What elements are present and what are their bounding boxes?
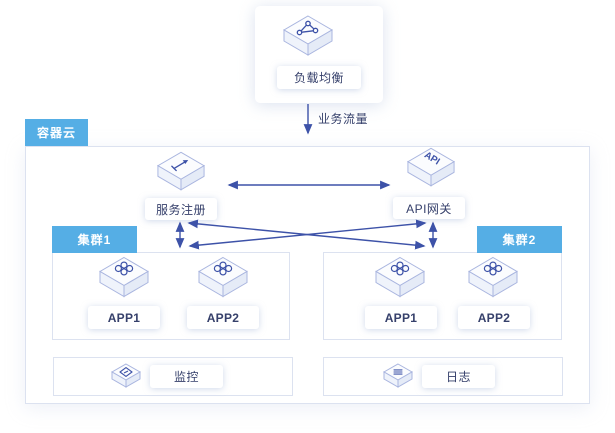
load-balancer-label: 负载均衡 (277, 66, 361, 89)
log-label: 日志 (422, 365, 495, 388)
app-icon (99, 256, 149, 298)
app-label-text: APP2 (477, 310, 511, 325)
api-gateway-label: API网关 (393, 197, 465, 219)
api-gateway-label-text: API网关 (406, 201, 452, 216)
cluster-1-tag: 集群1 (52, 226, 137, 253)
load-balancer-icon (283, 15, 333, 56)
app-label: APP1 (88, 306, 160, 329)
monitor-icon (111, 363, 141, 388)
cluster-2-tag-text: 集群2 (502, 233, 537, 247)
app-label-text: APP2 (206, 310, 240, 325)
cluster-1-tag-text: 集群1 (77, 233, 112, 247)
app-icon (375, 256, 425, 298)
service-registry-icon (156, 151, 206, 191)
app-label: APP2 (458, 306, 530, 329)
cluster-2-tag: 集群2 (477, 226, 562, 253)
service-registry-label: 服务注册 (145, 198, 217, 220)
container-cloud-tag-text: 容器云 (36, 126, 76, 140)
load-balancer-label-text: 负载均衡 (293, 71, 344, 85)
service-registry-label-text: 服务注册 (155, 202, 206, 217)
container-cloud-tag: 容器云 (25, 119, 88, 146)
cluster-2-frame (323, 252, 562, 340)
app-icon (198, 256, 248, 298)
traffic-flow-label: 业务流量 (318, 112, 369, 126)
app-label-text: APP1 (384, 310, 418, 325)
app-label-text: APP1 (107, 310, 141, 325)
app-icon (468, 256, 518, 298)
app-label: APP2 (187, 306, 259, 329)
log-label-text: 日志 (445, 370, 471, 384)
monitor-label: 监控 (150, 365, 223, 388)
app-label: APP1 (365, 306, 437, 329)
api-gateway-icon: API (406, 147, 456, 187)
load-balancer-card: 负载均衡 (255, 6, 383, 103)
log-icon (383, 363, 413, 388)
monitor-box (53, 357, 293, 396)
monitor-label-text: 监控 (173, 370, 199, 384)
